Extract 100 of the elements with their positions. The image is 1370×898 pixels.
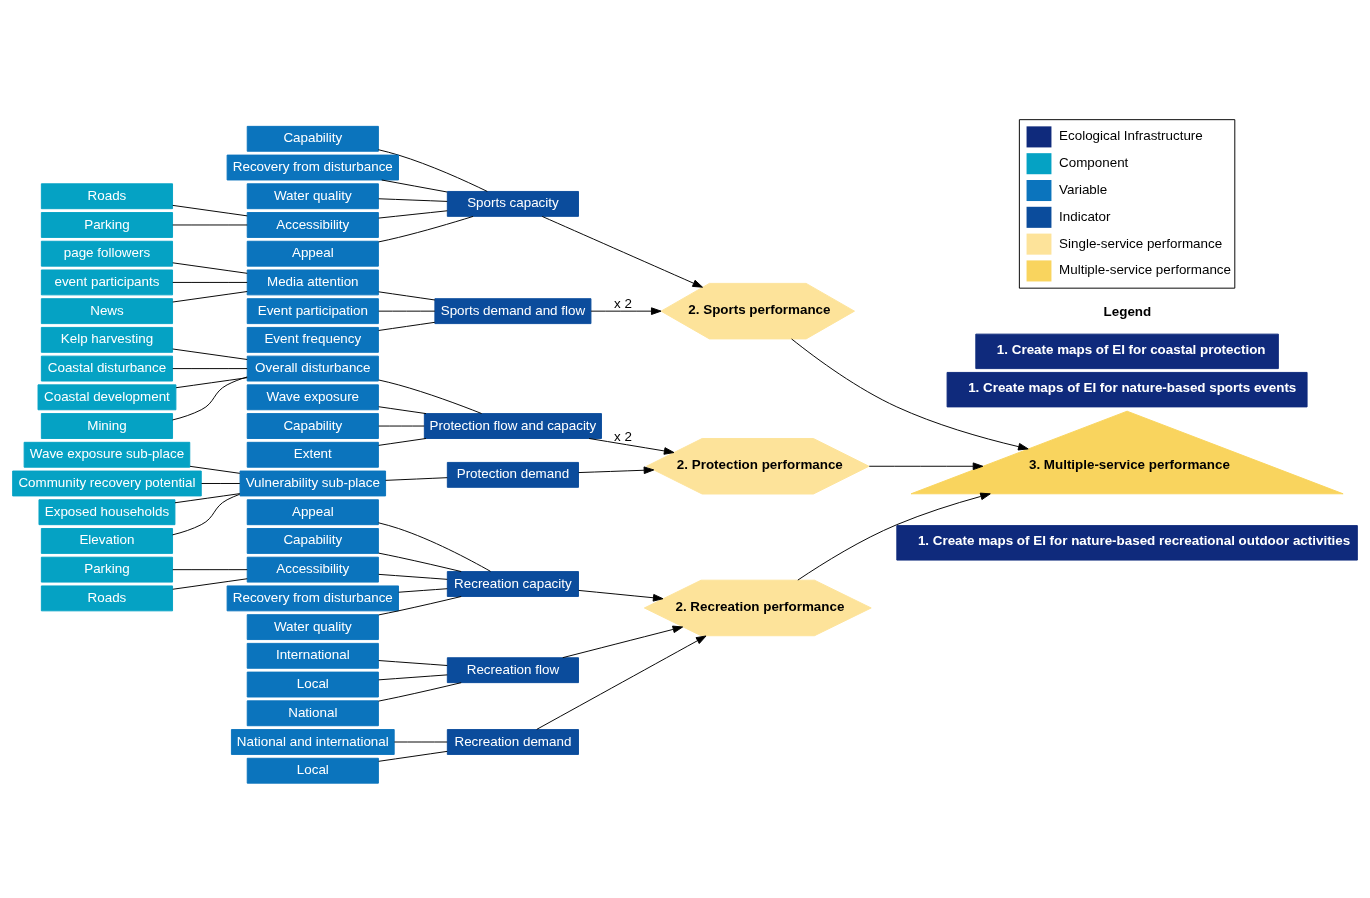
connector [378, 379, 483, 414]
node-box: Capability [246, 125, 379, 152]
connector [172, 367, 248, 369]
legend-label: Single-service performance [1059, 235, 1223, 251]
arrow [536, 635, 707, 730]
node-box: Local [246, 671, 379, 697]
node-box: event participants [40, 269, 173, 295]
node-box: Parking [40, 556, 173, 583]
connector [378, 595, 462, 615]
node-box: Accessibility [246, 211, 379, 238]
node-box: International [246, 642, 379, 669]
node-box: National and international [230, 728, 395, 755]
node-box: Coastal disturbance [40, 355, 173, 382]
connector [201, 482, 241, 484]
arrow [868, 461, 984, 470]
connector [172, 204, 248, 216]
connector [378, 209, 448, 219]
node-box: Recovery from disturbance [226, 584, 399, 611]
node-box: Water quality [246, 613, 379, 640]
node-box: Sports capacity [446, 190, 579, 217]
connector [378, 437, 427, 446]
legend-label: Indicator [1059, 208, 1111, 224]
node-box: 1. Create maps of EI for coastal protection [975, 333, 1279, 369]
connector [378, 321, 436, 331]
arrow [590, 306, 662, 315]
connector [172, 261, 248, 274]
connector [189, 465, 241, 474]
node-box: Capability [246, 412, 379, 439]
node-box: Accessibility [246, 556, 379, 583]
arrow [541, 215, 703, 288]
node-box: National [246, 699, 379, 726]
node-box: Recreation flow [446, 656, 579, 683]
connector [172, 281, 248, 283]
connector [378, 673, 448, 680]
connector [172, 348, 248, 360]
legend-label: Variable [1059, 181, 1108, 197]
connector [172, 493, 241, 535]
arrow [797, 492, 991, 581]
node-box: Extent [246, 441, 379, 468]
node-box: Vulnerability sub-place [239, 470, 387, 496]
node-box: News [40, 297, 173, 324]
node-box: Exposed households [38, 498, 176, 525]
node-box: Event frequency [246, 326, 379, 353]
arrow [562, 625, 684, 658]
connector [172, 375, 248, 420]
node-box: Appeal [246, 498, 379, 525]
label: Legend [1103, 303, 1152, 319]
node-box: Wave exposure [246, 383, 379, 410]
node-box: Community recovery potential [12, 470, 202, 496]
connector [172, 577, 248, 590]
connector [381, 179, 448, 192]
legend-label: Component [1059, 154, 1129, 170]
node-box: page followers [40, 240, 173, 267]
arrow [578, 589, 664, 602]
node-box: 1. Create maps of EI for nature-based recreational outdoor activities [896, 524, 1358, 561]
node-box: Coastal development [37, 383, 177, 410]
node-box: Event participation [246, 297, 379, 324]
node-box: Wave exposure sub-place [23, 441, 191, 468]
node-box: Roads [40, 584, 173, 611]
connector [378, 552, 462, 572]
connector [172, 290, 248, 302]
edge-label: x 2 [614, 428, 632, 444]
connector [378, 573, 448, 580]
connector [377, 148, 488, 192]
connector [378, 521, 491, 572]
connector [378, 290, 436, 300]
node-box: Protection flow and capacity [423, 412, 602, 439]
arrow [791, 337, 1029, 450]
legend-label: Multiple-service performance [1059, 261, 1232, 277]
connector [378, 750, 448, 762]
arrow [578, 465, 655, 474]
node-box: Recreation capacity [446, 570, 579, 597]
arrow [588, 437, 675, 455]
node-box: Media attention [246, 269, 379, 295]
connector [175, 376, 248, 388]
connector [378, 659, 448, 666]
node-box: Recovery from disturbance [226, 154, 399, 180]
connector [378, 215, 474, 242]
node-box: Overall disturbance [246, 355, 379, 382]
node-box: Elevation [40, 527, 173, 554]
node-box: Protection demand [446, 461, 579, 488]
connector [378, 405, 427, 414]
node-box: Parking [40, 211, 173, 238]
node-box: Roads [40, 182, 173, 209]
edge-label: x 2 [614, 295, 632, 311]
node-box: Capability [246, 527, 379, 554]
connector [378, 681, 462, 702]
node-box: Appeal [246, 240, 379, 267]
node-box: Mining [40, 412, 173, 439]
connector [174, 492, 241, 503]
node-box: Sports demand and flow [434, 297, 592, 324]
connector [385, 476, 448, 481]
node-box: Water quality [246, 182, 379, 209]
node-box: Local [246, 757, 379, 784]
node-box: Kelp harvesting [40, 326, 173, 353]
legend-label: Ecological Infrastructure [1059, 127, 1203, 143]
node-box: 1. Create maps of EI for nature-based sports events [946, 371, 1308, 407]
node-box: Recreation demand [446, 728, 579, 755]
connector [398, 587, 448, 593]
connector [172, 568, 248, 570]
